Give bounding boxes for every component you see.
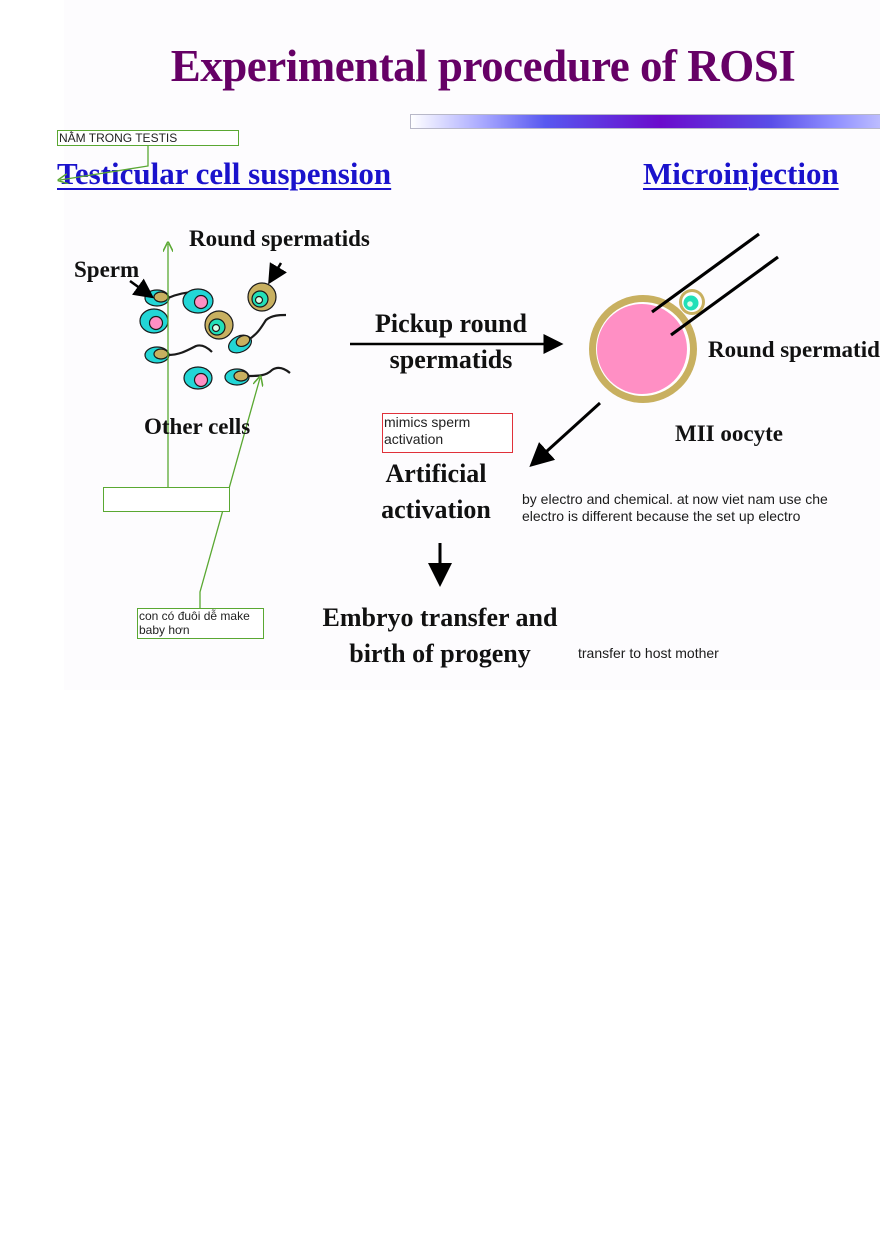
- comment-tail[interactable]: con có đuôi dễ make baby hơn: [137, 608, 264, 639]
- round-spermatid-icon: [247, 282, 277, 312]
- other-cell-icon: [183, 366, 213, 390]
- diagram-illustration: [0, 145, 779, 609]
- comment-connector: [60, 145, 260, 609]
- slide-title: Experimental procedure of ROSI: [170, 41, 796, 91]
- transfer-note: transfer to host mother: [578, 645, 719, 661]
- step-activation-line1: Artificial: [385, 459, 487, 488]
- label-other-cells: Other cells: [144, 414, 251, 439]
- other-cell-icon: [139, 308, 169, 334]
- activation-note-line2: electro is different because the set up …: [522, 508, 801, 524]
- comment-testis[interactable]: NẰM TRONG TESTIS: [57, 130, 239, 146]
- sperm-pointer-arrow-icon: [129, 278, 155, 299]
- comment-mimics-activation[interactable]: mimics sperm activation: [382, 413, 513, 453]
- step-activation-line2: activation: [381, 495, 491, 524]
- step-embryo-transfer: Embryo transfer and birth of progeny: [296, 600, 584, 672]
- activation-note: by electro and chemical. at now viet nam…: [522, 491, 828, 525]
- step-embryo-line2: birth of progeny: [349, 639, 531, 668]
- label-round-spermatid-injected: Round spermatid: [708, 337, 880, 362]
- mii-oocyte-icon: [589, 289, 705, 403]
- step-artificial-activation: Artificial activation: [360, 456, 512, 528]
- sperm-cell-icon: [228, 313, 287, 354]
- comment-blank[interactable]: [103, 487, 230, 512]
- label-sperm: Sperm: [74, 257, 140, 282]
- step-pickup-line1: Pickup round: [375, 309, 527, 338]
- label-mii-oocyte: MII oocyte: [675, 421, 783, 446]
- round-spermatid-icon: [204, 310, 234, 340]
- other-cell-icon: [182, 288, 214, 314]
- step-embryo-line1: Embryo transfer and: [322, 603, 558, 632]
- sperm-cell-icon: [224, 366, 291, 386]
- label-round-spermatids: Round spermatids: [189, 226, 370, 251]
- sperm-cell-icon: [144, 344, 213, 364]
- activation-arrow-icon: [529, 401, 602, 468]
- heading-microinjection: Microinjection: [643, 156, 839, 191]
- micropipette-icon: [651, 232, 779, 337]
- spermatid-pointer-arrow-icon: [268, 262, 288, 285]
- gradient-divider: [410, 114, 880, 129]
- heading-testicular-cell-suspension: Testicular cell suspension: [57, 156, 392, 191]
- activation-note-line1: by electro and chemical. at now viet nam…: [522, 491, 828, 507]
- step-pickup-line2: spermatids: [389, 345, 513, 374]
- step-pickup: Pickup round spermatids: [345, 306, 557, 378]
